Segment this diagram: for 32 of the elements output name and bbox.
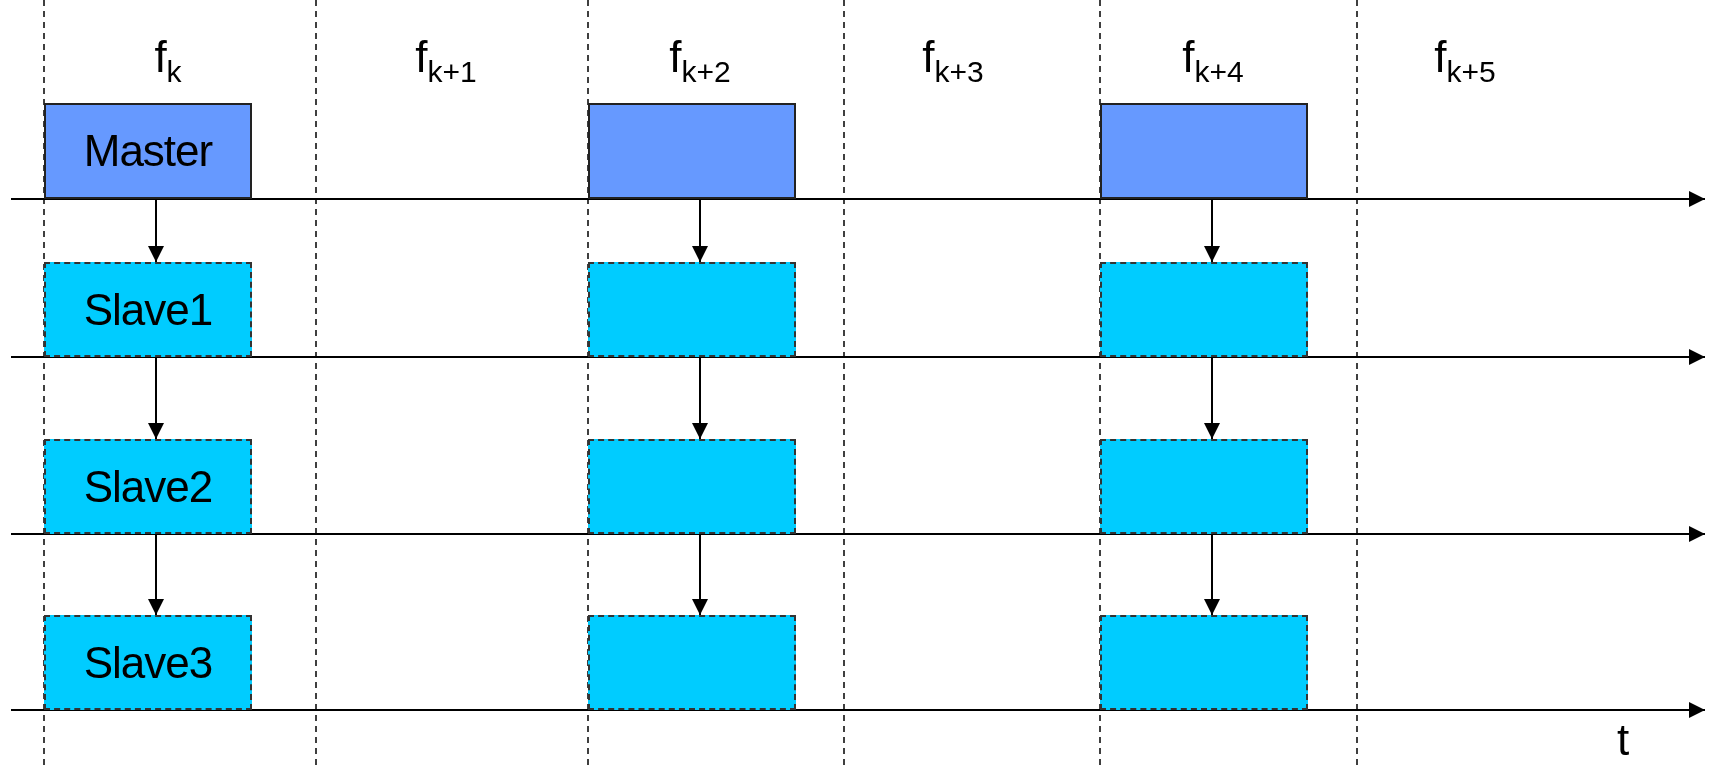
slave-box	[44, 615, 252, 710]
frame-label: f$_{k+4}$	[1182, 31, 1244, 89]
slave-box	[588, 262, 796, 357]
arrow	[148, 198, 164, 263]
slave-box	[588, 615, 796, 710]
arrow	[1204, 533, 1220, 616]
slave-box	[1100, 439, 1308, 534]
slave-box	[588, 439, 796, 534]
master-box	[588, 103, 796, 199]
slave-box	[44, 262, 252, 357]
time-axis-label: t	[1616, 715, 1630, 765]
frame-label: f$_{k+5}$	[1434, 31, 1496, 89]
frame-label: f$_{k}$	[154, 31, 182, 89]
arrow	[1204, 356, 1220, 440]
master-box	[1100, 103, 1308, 199]
frame-label: f$_{k+1}$	[415, 31, 477, 89]
slave-box	[1100, 262, 1308, 357]
arrow	[692, 356, 708, 440]
frame-label: f$_{k+3}$	[922, 31, 984, 89]
node-label: Slave2	[83, 461, 213, 512]
node-label: Master	[83, 126, 213, 176]
frame-label: f$_{k+2}$	[669, 31, 731, 89]
slave-box	[44, 439, 252, 534]
arrow	[692, 198, 708, 263]
arrow	[692, 533, 708, 616]
node-label: Slave3	[83, 637, 213, 688]
master-box	[44, 103, 252, 199]
node-label: Slave1	[83, 284, 213, 335]
slave-box	[1100, 615, 1308, 710]
arrow	[1204, 198, 1220, 263]
arrow	[148, 533, 164, 616]
arrow	[148, 356, 164, 440]
